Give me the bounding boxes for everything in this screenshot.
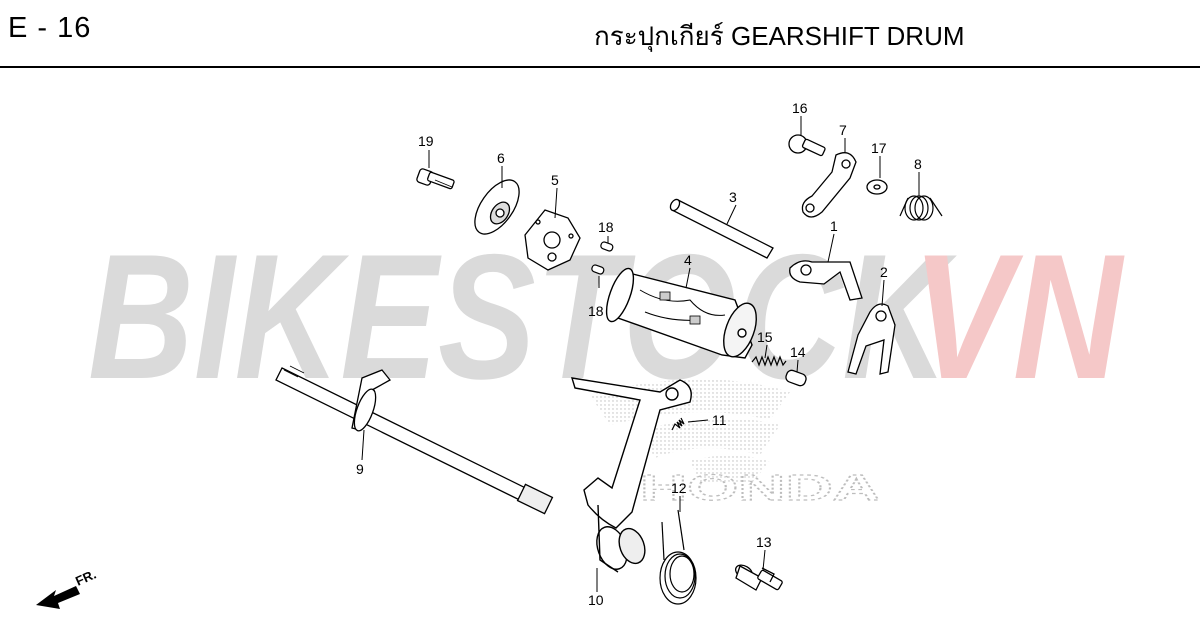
callout-16: 16 (792, 100, 808, 116)
leader-lines (361, 116, 920, 592)
return-spring-icon (659, 509, 697, 605)
washer-icon (866, 179, 888, 195)
gearshift-drum-icon (605, 267, 757, 359)
watermark-text-gray: BIKESTOCK (88, 217, 957, 416)
header-divider (0, 66, 1200, 68)
callout-3: 3 (729, 189, 737, 205)
fork-shaft-icon (669, 198, 774, 259)
callout-11: 11 (712, 412, 727, 428)
shift-fork-icon (789, 260, 863, 301)
callout-18-top: 18 (598, 219, 614, 235)
callouts: 19 6 5 18 18 3 4 16 7 17 8 1 2 15 14 9 1… (356, 100, 922, 608)
watermark: BIKESTOCK VN HONDA (88, 217, 1125, 509)
compression-spring-icon (751, 355, 787, 367)
page-code: E - 16 (8, 12, 92, 44)
front-label: FR. (73, 567, 98, 589)
callout-15: 15 (757, 329, 773, 345)
spring-icon (671, 417, 685, 431)
callout-7: 7 (839, 122, 847, 138)
bolt-icon (788, 134, 826, 157)
watermark-text-red: VN (912, 217, 1125, 416)
callout-6: 6 (497, 150, 505, 166)
callout-5: 5 (551, 172, 559, 188)
front-direction-indicator: FR. (36, 567, 98, 609)
gearshift-spindle-icon (275, 365, 554, 515)
callout-2: 2 (880, 264, 888, 280)
shift-fork-icon (847, 303, 896, 375)
callout-17: 17 (871, 140, 887, 156)
callout-1: 1 (830, 218, 838, 234)
shift-arm-icon (571, 377, 692, 573)
callout-10: 10 (588, 592, 604, 608)
callout-18-bottom: 18 (588, 303, 604, 319)
shift-plate-icon (474, 179, 520, 235)
callout-19: 19 (418, 133, 434, 149)
bolt-icon (416, 168, 455, 190)
drum-center-icon (524, 209, 581, 271)
stopper-arm-icon (801, 152, 857, 218)
callout-14: 14 (790, 344, 806, 360)
callout-4: 4 (684, 252, 692, 268)
pin-bolt-icon (734, 564, 783, 591)
plunger-icon (785, 369, 807, 387)
callout-12: 12 (671, 480, 687, 496)
dowel-pin-icon (591, 241, 614, 275)
callout-9: 9 (356, 461, 364, 477)
callout-13: 13 (756, 534, 772, 550)
callout-8: 8 (914, 156, 922, 172)
page-title: กระปุกเกียร์ GEARSHIFT DRUM (594, 21, 965, 51)
